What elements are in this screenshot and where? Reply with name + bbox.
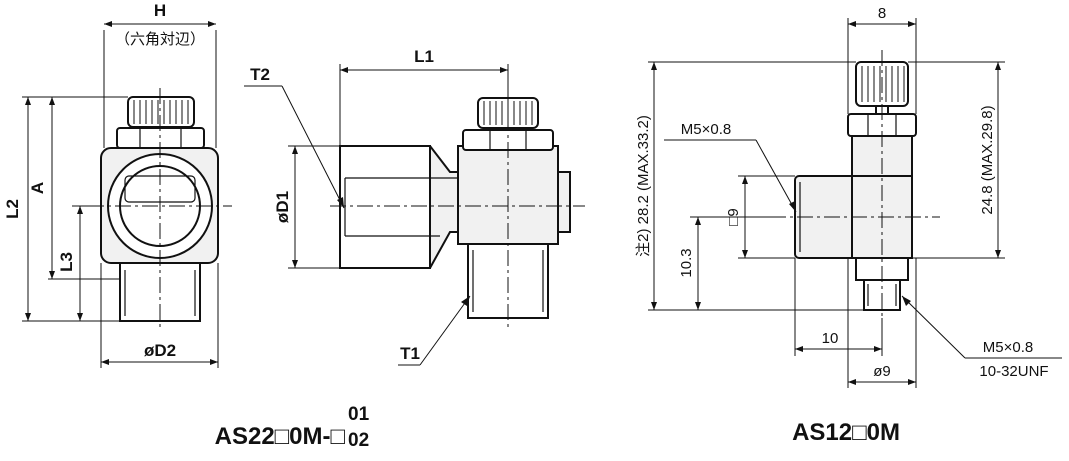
label-hex-note: （六角対辺） <box>115 30 205 48</box>
r-label-right-height: 24.8 (MAX.29.8) <box>979 105 996 214</box>
r-label-overall: 注2) 28.2 (MAX.33.2) <box>635 115 652 257</box>
leader-t2 <box>281 85 345 209</box>
middle-side-view: L1 T2 øD1 T1 <box>244 47 585 366</box>
r-label-thread-bottom-1: M5×0.8 <box>983 339 1033 356</box>
r-label-thread-bottom-2: 10-32UNF <box>979 363 1048 380</box>
knob <box>127 96 195 128</box>
label-l2: L2 <box>3 199 22 219</box>
label-t1: T1 <box>400 344 420 363</box>
caption-left-main: AS22□0M-□ <box>215 423 346 450</box>
label-d2: øD2 <box>144 341 176 360</box>
label-d1: øD1 <box>273 191 292 223</box>
r-label-port-depth: 10 <box>822 330 839 347</box>
stud-thread-lines <box>124 270 196 316</box>
caption-left-bottom: 02 <box>348 430 369 451</box>
label-l1: L1 <box>414 47 434 66</box>
label-l3: L3 <box>57 252 76 272</box>
leader-t1 <box>419 295 471 366</box>
r-label-thread-top: M5×0.8 <box>681 121 731 138</box>
r-label-port-height: 10.3 <box>678 248 695 277</box>
label-h: H <box>154 1 166 20</box>
r-label-width: 8 <box>878 5 886 22</box>
side-knob-knurling <box>483 101 533 125</box>
r-knob-knurling <box>861 66 905 102</box>
caption-right: AS12□0M <box>792 419 900 446</box>
label-t2: T2 <box>250 65 270 84</box>
r-label-diameter: ø9 <box>873 363 891 380</box>
label-a: A <box>28 182 47 194</box>
caption-left: AS22□0M-□ 01 02 <box>215 404 370 451</box>
caption-left-top: 01 <box>348 404 370 425</box>
knob-knurling <box>133 100 189 124</box>
left-front-view: H （六角対辺） L2 A L3 øD2 <box>3 1 232 368</box>
elbow-port <box>339 145 431 269</box>
r-leader-thread-bottom <box>901 295 966 359</box>
right-view: 8 注2) 28.2 (MAX.33.2) 24.8 (MAX.29.8) M5… <box>635 5 1062 388</box>
